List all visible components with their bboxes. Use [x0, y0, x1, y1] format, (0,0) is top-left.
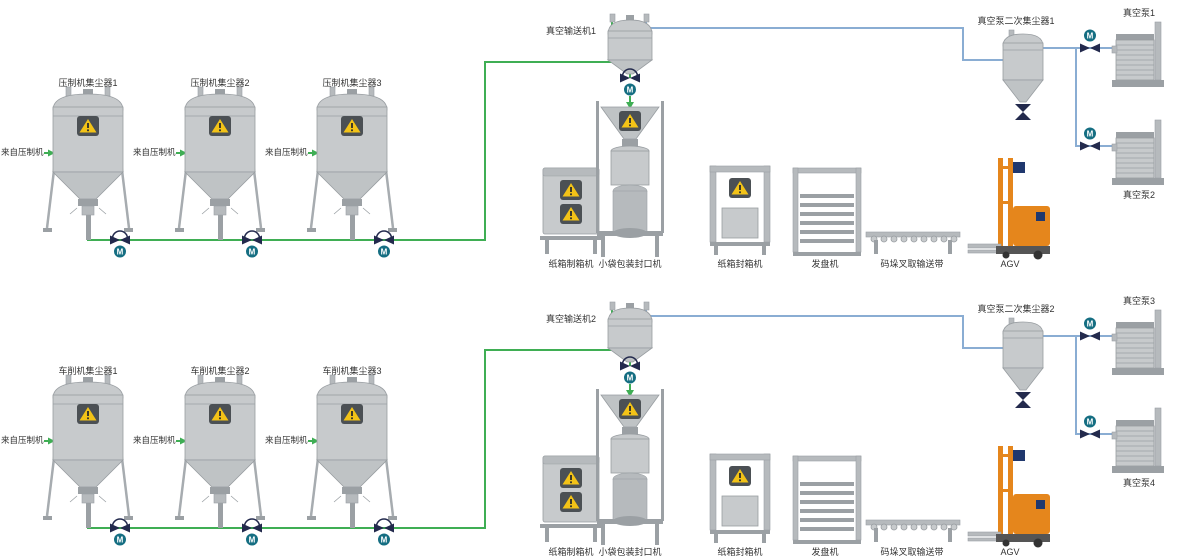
collector-label: 车削机集尘器2: [190, 366, 250, 376]
equipment-label: AGV: [1000, 547, 1020, 557]
secondary-collector-label: 真空泵二次集尘器1: [977, 16, 1055, 26]
motor-valve[interactable]: M: [241, 230, 263, 258]
box-making-machine[interactable]: [540, 166, 602, 256]
warning-icon: [560, 204, 582, 224]
motor-valve[interactable]: M: [619, 68, 641, 96]
motor-valve[interactable]: M: [1079, 127, 1101, 153]
svg-text:M: M: [1087, 418, 1094, 427]
feed-source-label: 来自压制机: [133, 147, 176, 157]
collector-label: 压制机集尘器3: [322, 78, 382, 88]
warning-icon: [619, 111, 641, 131]
process-line-1: 车削机集尘器1 来自压制机 M 车削机集尘器2 来自压制机: [0, 288, 1194, 559]
motor-valve[interactable]: M: [1079, 29, 1101, 55]
vacuum-pump-label: 真空泵4: [1122, 478, 1155, 488]
svg-text:M: M: [1087, 130, 1094, 139]
dust-collector-silo[interactable]: [307, 374, 397, 528]
warning-icon: [560, 468, 582, 488]
bag-packing-sealing-machine[interactable]: [595, 95, 665, 259]
equipment-label: 小袋包装封口机: [598, 259, 662, 269]
equipment-label: 发盘机: [811, 259, 839, 269]
svg-text:M: M: [117, 248, 124, 257]
motor-valve[interactable]: M: [373, 518, 395, 546]
equipment-label: 码垛叉取输送带: [880, 547, 944, 557]
feed-source-label: 来自压制机: [265, 435, 308, 445]
carton-sealing-machine[interactable]: [709, 165, 771, 256]
feed-source-label: 来自压制机: [133, 435, 176, 445]
vacuum-pump-label: 真空泵2: [1122, 190, 1155, 200]
equipment-label: 纸箱封箱机: [717, 547, 763, 557]
tray-dispenser[interactable]: [792, 455, 862, 544]
svg-text:M: M: [117, 536, 124, 545]
dust-collector-silo[interactable]: [175, 374, 265, 528]
motor-valve[interactable]: M: [109, 518, 131, 546]
collector-label: 车削机集尘器1: [58, 366, 118, 376]
feed-source-label: 来自压制机: [1, 147, 44, 157]
warning-icon: [341, 404, 363, 424]
agv-forklift[interactable]: [967, 444, 1052, 548]
vacuum-conveyor-silo[interactable]: [600, 301, 660, 364]
bag-packing-sealing-machine[interactable]: [595, 383, 665, 547]
tray-dispenser[interactable]: [792, 167, 862, 256]
dust-collector-silo[interactable]: [175, 86, 265, 240]
warning-icon: [77, 116, 99, 136]
warning-icon: [560, 180, 582, 200]
vacuum-pump[interactable]: [1111, 119, 1164, 186]
vacuum-pump-label: 真空泵3: [1122, 296, 1155, 306]
motor-valve[interactable]: M: [1079, 415, 1101, 441]
secondary-dust-collector[interactable]: [998, 317, 1048, 412]
equipment-label: AGV: [1000, 259, 1020, 269]
vacuum-pump[interactable]: [1111, 309, 1164, 376]
collector-label: 车削机集尘器3: [322, 366, 382, 376]
equipment-label: 小袋包装封口机: [598, 547, 662, 557]
vacuum-conveyor-label: 真空输送机2: [545, 314, 596, 324]
dust-collector-silo[interactable]: [43, 374, 133, 528]
warning-icon: [77, 404, 99, 424]
motor-valve[interactable]: M: [1079, 317, 1101, 343]
svg-text:M: M: [627, 374, 634, 383]
vacuum-conveyor-silo[interactable]: [600, 13, 660, 76]
pallet-fork-conveyor[interactable]: [865, 516, 961, 544]
agv-forklift[interactable]: [967, 156, 1052, 260]
svg-text:M: M: [249, 536, 256, 545]
svg-text:M: M: [1087, 32, 1094, 41]
motor-valve[interactable]: M: [373, 230, 395, 258]
equipment-label: 纸箱制箱机: [548, 547, 594, 557]
vacuum-conveyor-label: 真空输送机1: [545, 26, 596, 36]
motor-valve[interactable]: M: [109, 230, 131, 258]
dust-collector-silo[interactable]: [43, 86, 133, 240]
svg-text:M: M: [249, 248, 256, 257]
svg-text:M: M: [1087, 320, 1094, 329]
svg-text:M: M: [381, 248, 388, 257]
feed-source-label: 来自压制机: [1, 435, 44, 445]
vacuum-pump[interactable]: [1111, 21, 1164, 88]
carton-sealing-machine[interactable]: [709, 453, 771, 544]
warning-icon: [209, 404, 231, 424]
vacuum-pump-label: 真空泵1: [1122, 8, 1155, 18]
warning-icon: [560, 492, 582, 512]
secondary-dust-collector[interactable]: [998, 29, 1048, 124]
secondary-collector-label: 真空泵二次集尘器2: [977, 304, 1055, 314]
collector-label: 压制机集尘器1: [58, 78, 118, 88]
svg-text:M: M: [381, 536, 388, 545]
equipment-label: 纸箱封箱机: [717, 259, 763, 269]
equipment-label: 码垛叉取输送带: [880, 259, 944, 269]
svg-text:M: M: [627, 86, 634, 95]
warning-icon: [729, 466, 751, 486]
feed-source-label: 来自压制机: [265, 147, 308, 157]
vacuum-pump[interactable]: [1111, 407, 1164, 474]
warning-icon: [729, 178, 751, 198]
warning-icon: [341, 116, 363, 136]
dust-collector-silo[interactable]: [307, 86, 397, 240]
pallet-fork-conveyor[interactable]: [865, 228, 961, 256]
box-making-machine[interactable]: [540, 454, 602, 544]
equipment-label: 纸箱制箱机: [548, 259, 594, 269]
warning-icon: [619, 399, 641, 419]
motor-valve[interactable]: M: [241, 518, 263, 546]
process-line-0: 压制机集尘器1 来自压制机 M 压制机集尘器2 来自压制机: [1, 8, 1164, 269]
motor-valve[interactable]: M: [619, 356, 641, 384]
equipment-label: 发盘机: [811, 547, 839, 557]
warning-icon: [209, 116, 231, 136]
collector-label: 压制机集尘器2: [190, 78, 250, 88]
